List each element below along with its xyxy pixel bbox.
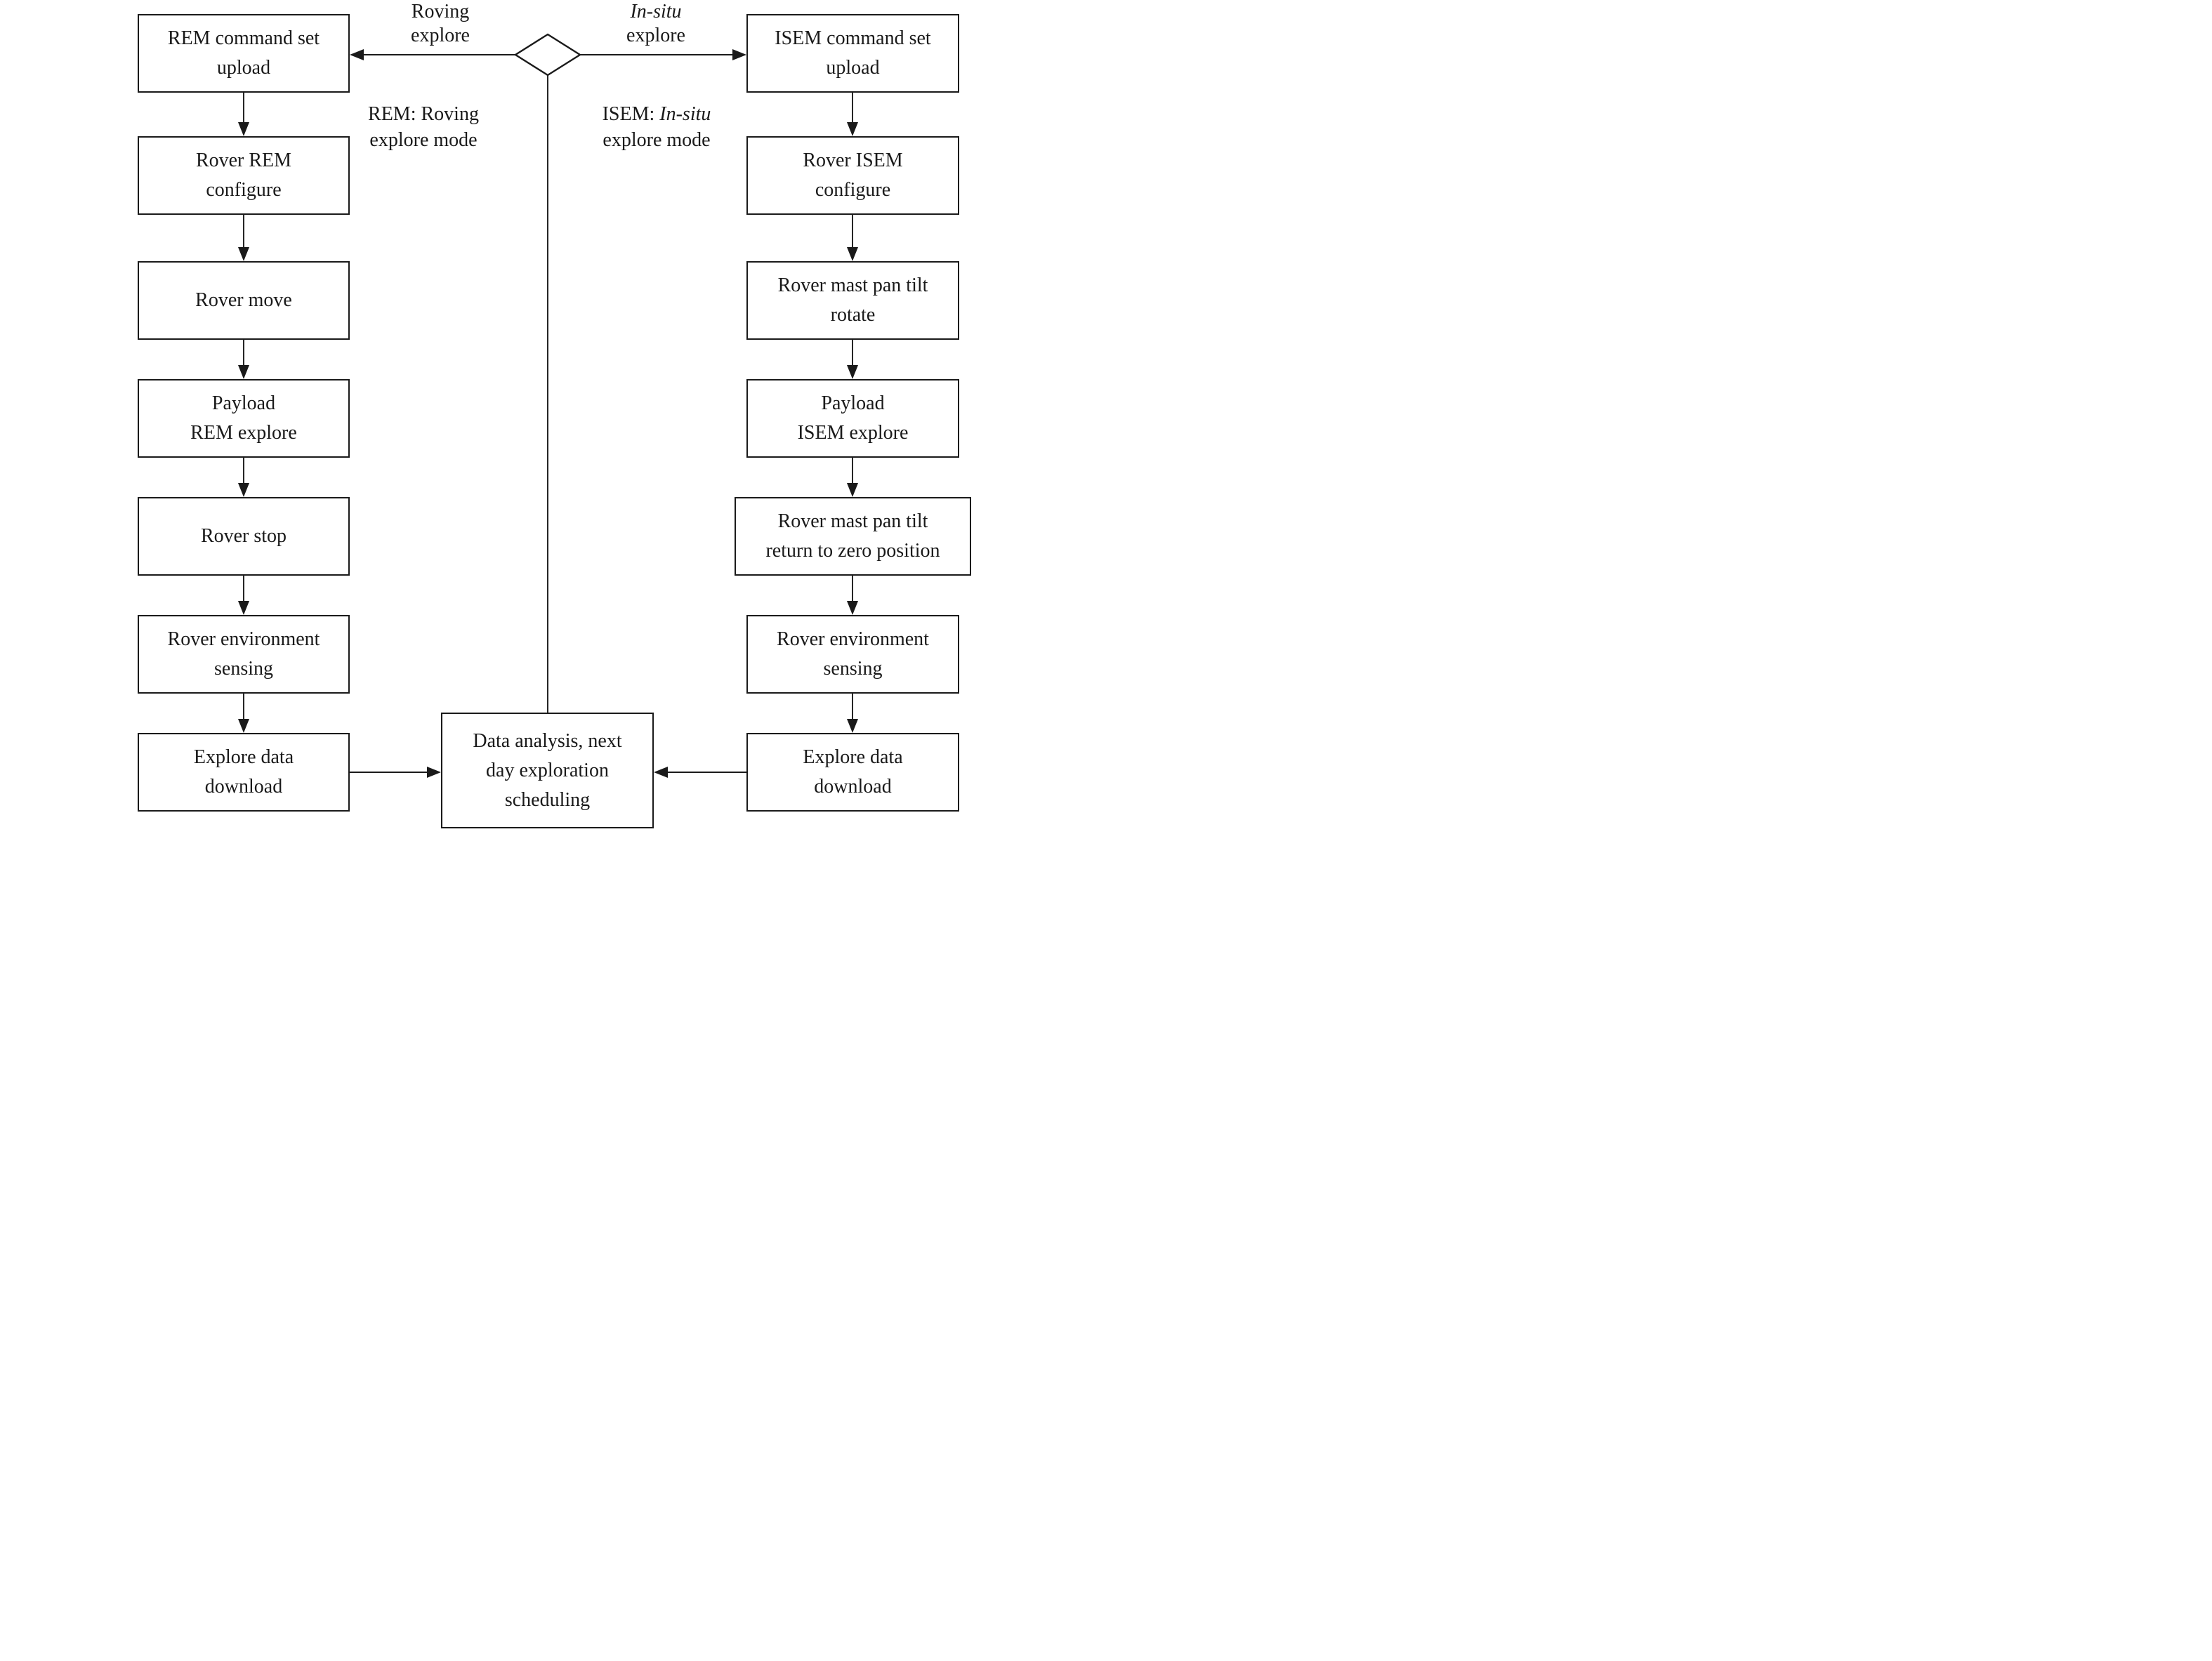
- arrow-decision-to-isem-upload: [580, 49, 746, 60]
- box-text-line: REM command set: [167, 27, 320, 49]
- arrow-decision-to-rem-upload: [350, 49, 515, 60]
- note-rem-mode-line2: explore mode: [369, 129, 478, 151]
- arrow-right-4-5: [847, 458, 858, 497]
- box-text-line: upload: [826, 57, 880, 79]
- arrow-left-2-3: [238, 215, 249, 261]
- decision-diamond: [513, 33, 582, 77]
- box-text-line: rotate: [830, 304, 876, 326]
- note-isem-term: In-situ: [659, 103, 711, 125]
- box-text-line: sensing: [823, 658, 883, 680]
- box-payload-isem-explore: Payload ISEM explore: [746, 379, 959, 458]
- note-isem-prefix: ISEM:: [602, 103, 660, 125]
- box-text-line: Payload: [211, 392, 276, 414]
- box-isem-command-set-upload: ISEM command set upload: [746, 14, 959, 93]
- box-text-line: Rover stop: [200, 525, 287, 547]
- box-text-line: Rover REM: [195, 150, 292, 171]
- note-rem-mode: REM: Roving explore mode: [350, 101, 497, 153]
- box-text-line: download: [204, 776, 283, 798]
- box-rover-rem-configure: Rover REM configure: [138, 136, 350, 215]
- box-text-line: return to zero position: [765, 540, 940, 562]
- arrow-left-4-5: [238, 458, 249, 497]
- box-text-line: REM explore: [190, 422, 297, 444]
- box-rover-mast-pan-tilt-rotate: Rover mast pan tilt rotate: [746, 261, 959, 340]
- arrow-left-3-4: [238, 340, 249, 379]
- box-explore-data-download-left: Explore data download: [138, 733, 350, 812]
- box-text-line: configure: [815, 179, 891, 201]
- arrow-right-3-4: [847, 340, 858, 379]
- label-roving-explore-line1: Roving: [411, 1, 470, 22]
- box-rover-environment-sensing-right: Rover environment sensing: [746, 615, 959, 694]
- connector-layer: [238, 33, 858, 778]
- box-text-line: ISEM explore: [797, 422, 909, 444]
- box-text-line: Data analysis, next: [473, 729, 622, 752]
- label-in-situ-explore-line2: explore: [626, 25, 685, 46]
- box-rem-command-set-upload: REM command set upload: [138, 14, 350, 93]
- box-payload-rem-explore: Payload REM explore: [138, 379, 350, 458]
- box-text-line: day exploration: [486, 759, 609, 781]
- arrow-left-download-to-data-analysis: [350, 767, 441, 778]
- box-text-line: scheduling: [504, 788, 591, 811]
- box-text-line: Explore data: [803, 746, 903, 768]
- box-explore-data-download-right: Explore data download: [746, 733, 959, 812]
- arrow-right-2-3: [847, 215, 858, 261]
- note-rem-mode-line1: REM: Roving: [368, 103, 479, 125]
- box-text-line: Rover environment: [167, 628, 320, 650]
- arrow-right-download-to-data-analysis: [654, 767, 746, 778]
- box-text-line: Rover mast pan tilt: [777, 274, 928, 296]
- box-text-line: download: [814, 776, 892, 798]
- note-isem-mode-line1: ISEM: In-situ: [583, 101, 730, 127]
- label-roving-explore: Roving explore: [377, 0, 503, 48]
- label-roving-explore-line2: explore: [411, 25, 470, 46]
- box-text-line: ISEM command set: [775, 27, 931, 49]
- box-text-line: configure: [206, 179, 282, 201]
- arrow-left-1-2: [238, 93, 249, 136]
- label-in-situ-explore-line1: In-situ: [630, 1, 682, 22]
- box-text-line: upload: [216, 57, 271, 79]
- box-text-line: Rover move: [195, 289, 292, 311]
- box-text-line: Rover ISEM: [803, 150, 903, 171]
- arrow-left-5-6: [238, 576, 249, 615]
- arrow-right-6-7: [847, 694, 858, 733]
- box-rover-stop: Rover stop: [138, 497, 350, 576]
- box-text-line: Payload: [821, 392, 885, 414]
- box-text-line: Rover environment: [777, 628, 929, 650]
- flowchart-canvas: Roving explore In-situ explore REM: Rovi…: [0, 0, 1106, 830]
- arrow-left-6-7: [238, 694, 249, 733]
- arrow-right-1-2: [847, 93, 858, 136]
- note-isem-mode-line2: explore mode: [603, 129, 711, 151]
- label-in-situ-explore: In-situ explore: [593, 0, 719, 48]
- arrow-right-5-6: [847, 576, 858, 615]
- box-data-analysis-scheduling: Data analysis, next day exploration sche…: [441, 713, 654, 828]
- box-rover-isem-configure: Rover ISEM configure: [746, 136, 959, 215]
- box-rover-move: Rover move: [138, 261, 350, 340]
- box-text-line: Explore data: [193, 746, 294, 768]
- box-text-line: sensing: [214, 658, 273, 680]
- note-isem-mode: ISEM: In-situ explore mode: [583, 101, 730, 153]
- box-rover-environment-sensing-left: Rover environment sensing: [138, 615, 350, 694]
- box-rover-mast-pan-tilt-return-zero: Rover mast pan tilt return to zero posit…: [735, 497, 971, 576]
- box-text-line: Rover mast pan tilt: [777, 510, 928, 532]
